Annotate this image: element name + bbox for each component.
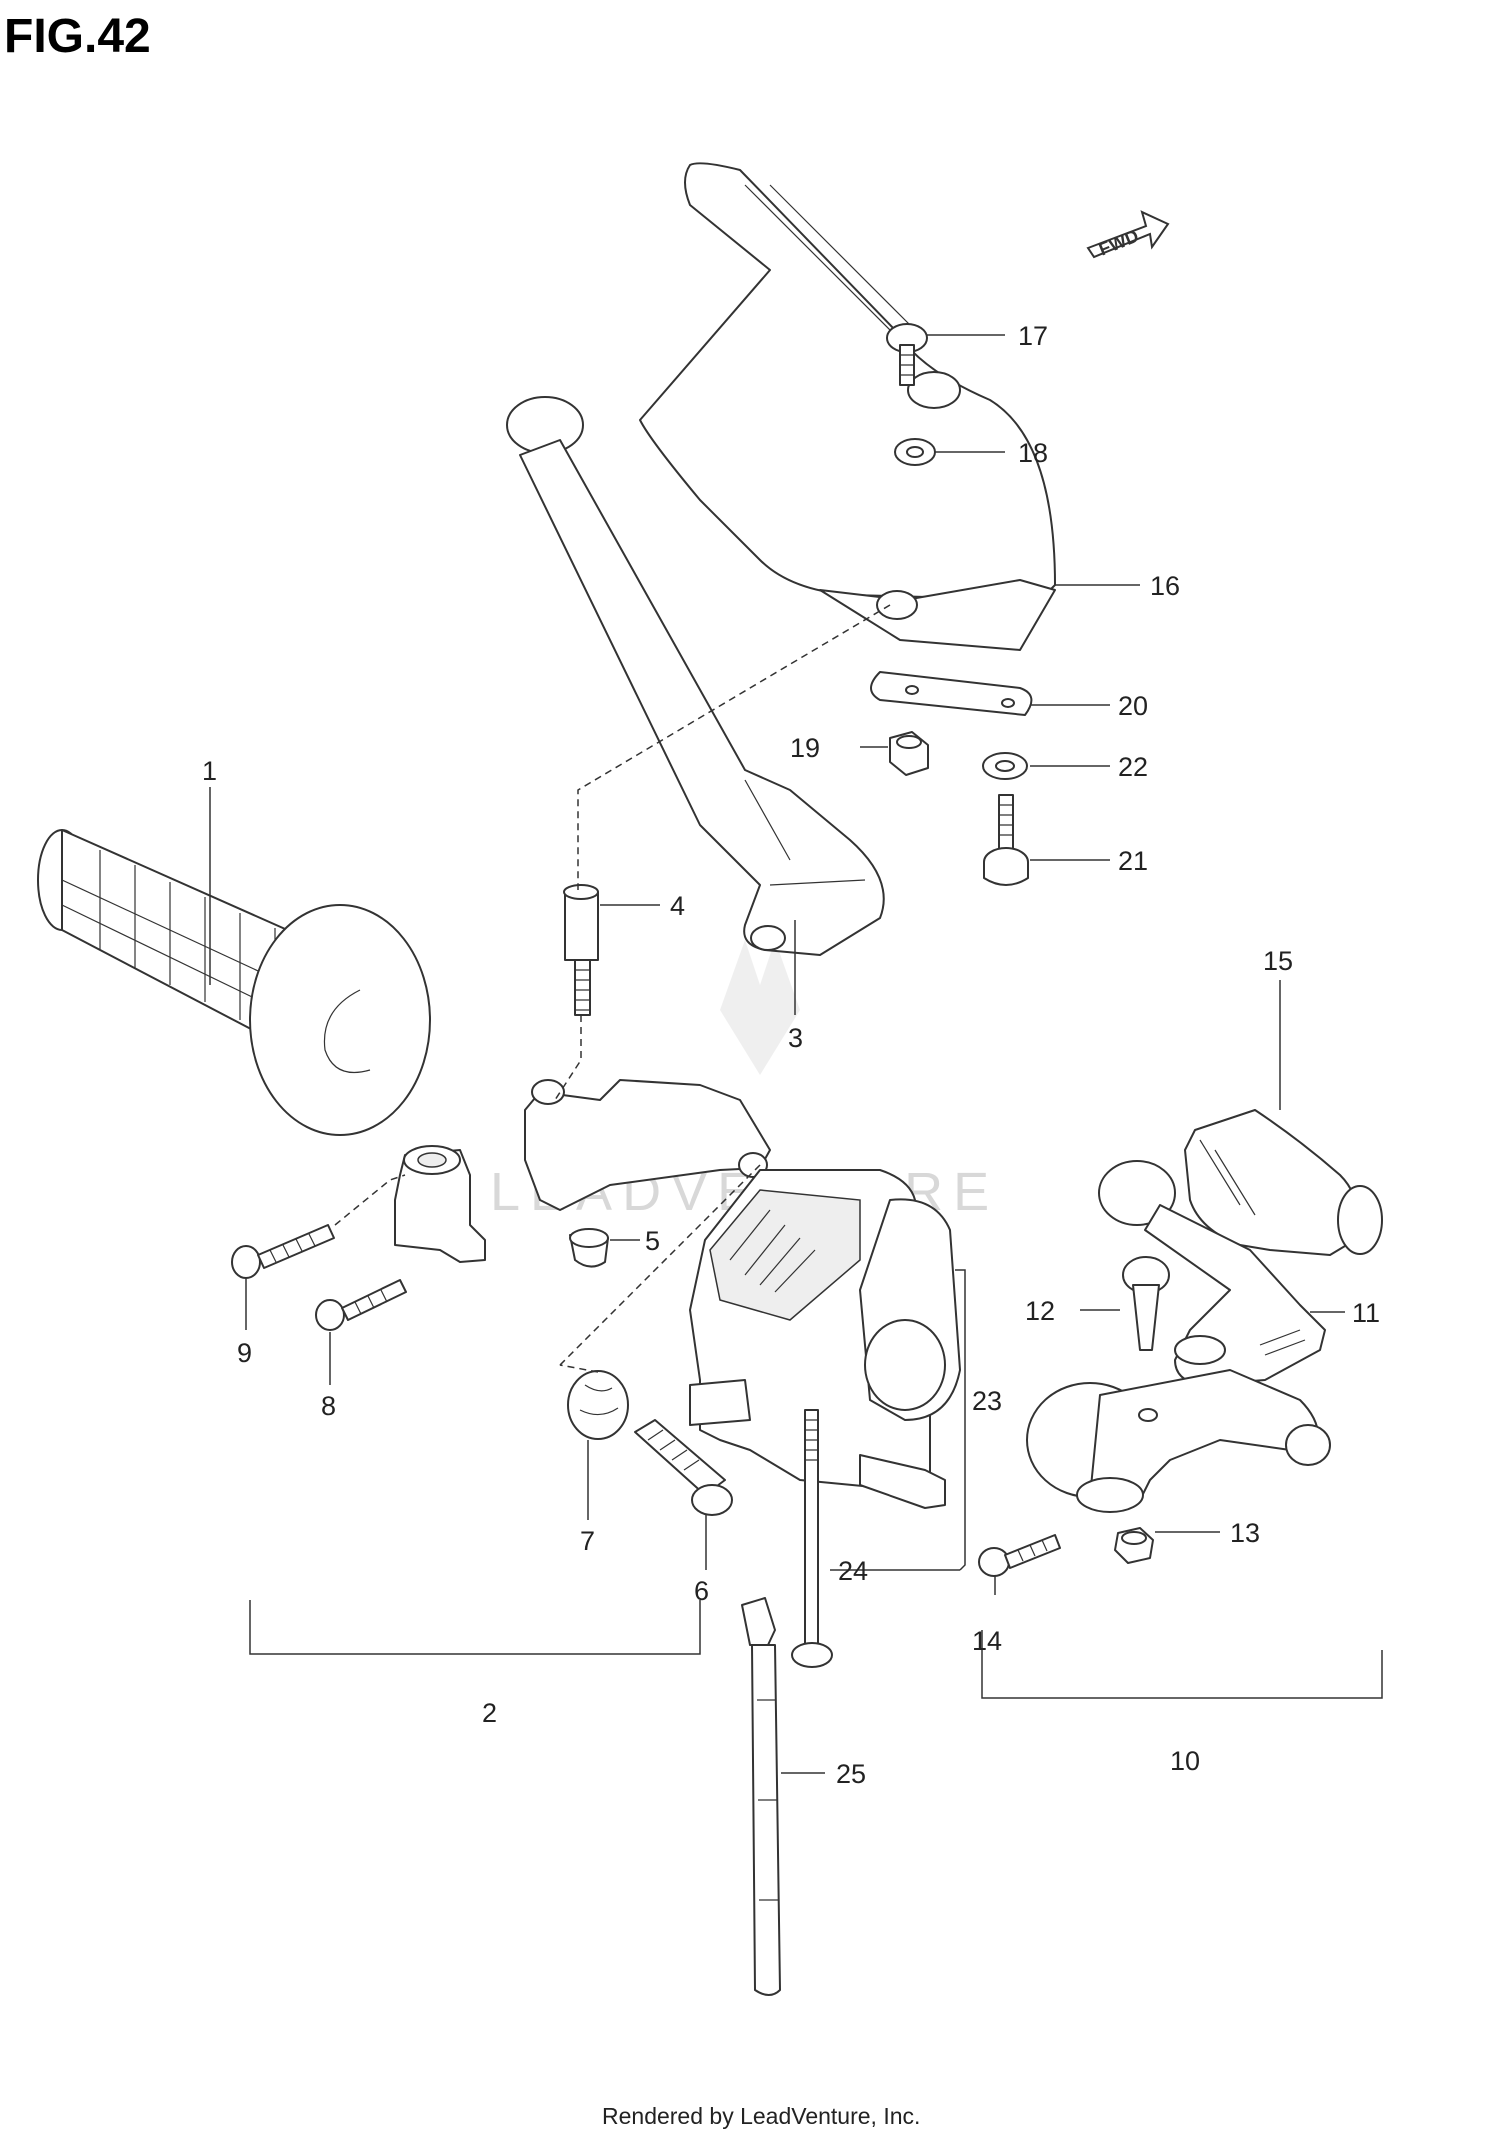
assembly-line-guard (577, 604, 891, 890)
washer-22 (982, 752, 1028, 780)
hand-guard (639, 162, 1056, 651)
callout-8: 8 (321, 1391, 336, 1421)
assembly-line-cap (559, 1364, 599, 1373)
callout-10: 10 (1170, 1746, 1200, 1776)
callout-1: 1 (202, 756, 217, 786)
callout-17: 17 (1018, 321, 1048, 351)
switch-housing-23 (689, 1169, 961, 1509)
adjuster-6 (634, 1419, 733, 1516)
callout-9: 9 (237, 1338, 252, 1368)
lever-holder-10 (1026, 1369, 1331, 1513)
grip-1 (37, 829, 431, 1136)
screw-8 (315, 1279, 407, 1331)
screw-9 (231, 1224, 335, 1279)
bracket-part-2 (249, 1600, 701, 1655)
screw-14 (978, 1534, 1061, 1577)
callout-13: 13 (1230, 1518, 1260, 1548)
callout-20: 20 (1118, 691, 1148, 721)
fwd-arrow-icon: FWD (1086, 210, 1170, 260)
nut-13 (1114, 1527, 1154, 1564)
callout-19: 19 (790, 733, 820, 763)
callout-18: 18 (1018, 438, 1048, 468)
callout-11: 11 (1352, 1298, 1380, 1328)
callout-12: 12 (1025, 1296, 1055, 1326)
callout-23: 23 (972, 1386, 1002, 1416)
callout-14: 14 (972, 1626, 1002, 1656)
bolt-24 (791, 1409, 833, 1668)
pin-12 (1122, 1256, 1170, 1351)
figure-title: FIG.42 (4, 10, 151, 63)
callout-22: 22 (1118, 752, 1148, 782)
nut-19 (889, 731, 929, 776)
assembly-line-bolt (554, 1015, 582, 1101)
lever-11 (1098, 1160, 1326, 1386)
callout-21: 21 (1118, 846, 1148, 876)
fwd-label: FWD (1096, 226, 1141, 260)
bracket-part-10 (981, 1630, 1383, 1699)
cap-7 (567, 1370, 629, 1440)
cover-15 (1184, 1109, 1383, 1256)
washer-18 (894, 438, 936, 466)
callout-2: 2 (482, 1698, 497, 1728)
callout-15: 15 (1263, 946, 1293, 976)
plate-20 (870, 671, 1033, 716)
lever-3 (506, 396, 885, 956)
callout-24: 24 (838, 1556, 868, 1586)
bracket-part-23 (955, 1269, 966, 1571)
callout-7: 7 (580, 1526, 595, 1556)
callout-4: 4 (670, 891, 685, 921)
leader-lines (209, 334, 1345, 1774)
lever-holder-2 (394, 1079, 771, 1263)
callout-6: 6 (694, 1576, 709, 1606)
callout-16: 16 (1150, 571, 1180, 601)
collar-5 (569, 1228, 609, 1268)
footer-credit: Rendered by LeadVenture, Inc. (602, 2103, 920, 2129)
callout-5: 5 (645, 1226, 660, 1256)
callout-3: 3 (788, 1023, 803, 1053)
screw-17 (886, 323, 928, 386)
cable-tie-25 (741, 1597, 781, 1996)
pivot-bolt-4 (563, 884, 599, 1016)
bolt-21 (983, 794, 1029, 886)
watermark-logo (720, 940, 800, 1075)
callout-25: 25 (836, 1759, 866, 1789)
